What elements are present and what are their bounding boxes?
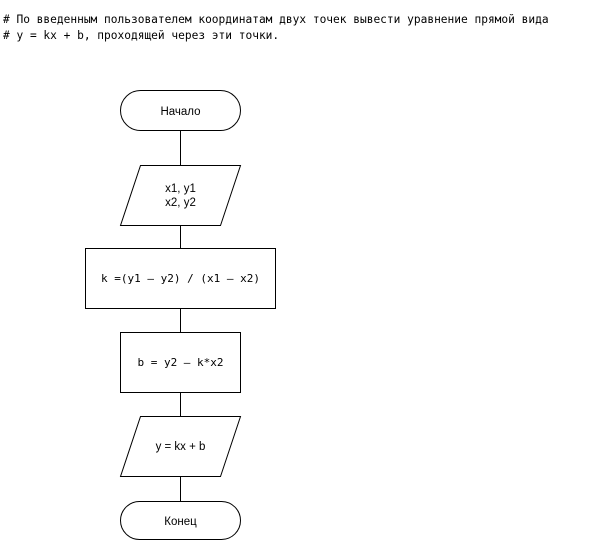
end-terminator-shape: [120, 501, 241, 540]
start-label: Начало: [160, 106, 200, 118]
process-k-label: k =(y1 – y2) / (x1 – x2): [101, 272, 260, 285]
process-k-block: k =(y1 – y2) / (x1 – x2): [85, 248, 276, 309]
end-label: Конец: [164, 516, 197, 528]
input-block-shape: [119, 165, 242, 226]
input-block: x1, y1 x2, y2: [119, 165, 242, 226]
output-block-shape: [119, 416, 242, 477]
output-label: y = kx + b: [156, 441, 206, 453]
input-label-line-1: x1, y1: [165, 183, 196, 195]
start-terminator: Начало: [120, 90, 241, 131]
process-b-shape: [120, 332, 241, 393]
process-k-shape: [85, 248, 276, 309]
end-terminator: Конец: [120, 501, 241, 540]
process-b-block: b = y2 – k*x2: [120, 332, 241, 393]
comment-line-equation: # y = kx + b, проходящей через эти точки…: [3, 29, 280, 42]
output-block: y = kx + b: [119, 416, 242, 477]
process-b-label: b = y2 – k*x2: [137, 356, 223, 369]
input-label-line-2: x2, y2: [165, 197, 196, 209]
comment-line-task: # По введенным пользователем координатам…: [3, 13, 549, 26]
start-terminator-shape: [120, 90, 241, 131]
